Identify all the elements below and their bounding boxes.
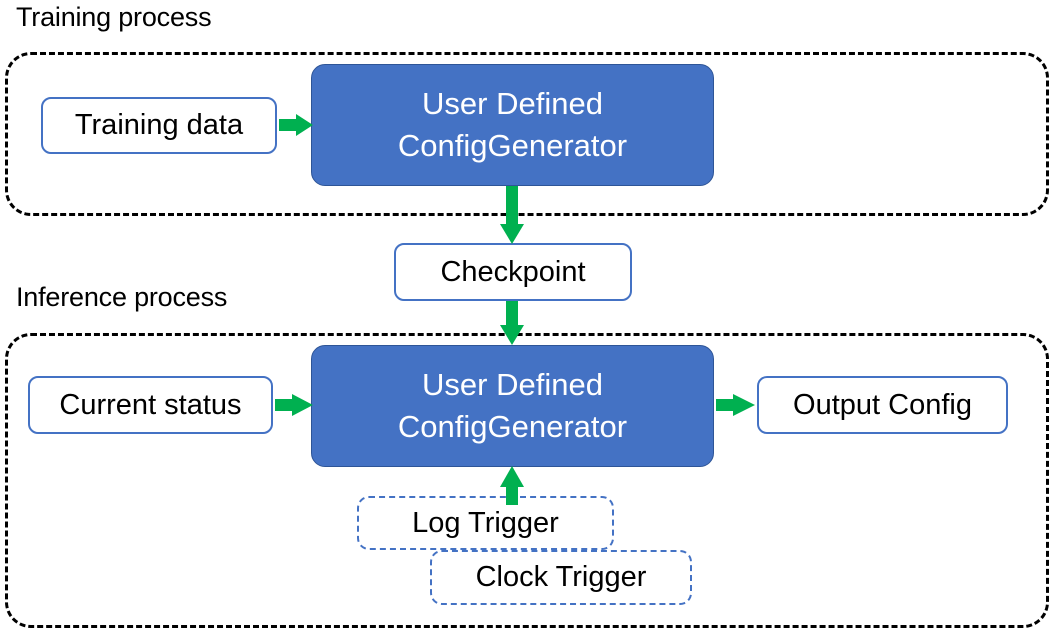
node-current-status[interactable]: Current status [28, 376, 273, 434]
node-user-defined-config-generator-inference[interactable]: User Defined ConfigGenerator [311, 345, 714, 467]
node-user-defined-config-generator-training[interactable]: User Defined ConfigGenerator [311, 64, 714, 186]
training-generator-line-1: User Defined [422, 86, 603, 122]
training-process-label: Training process [16, 2, 212, 32]
node-clock-trigger[interactable]: Clock Trigger [430, 550, 692, 605]
inference-generator-line-2: ConfigGenerator [397, 409, 628, 444]
training-process-container [5, 52, 1049, 216]
node-training-data[interactable]: Training data [41, 97, 277, 154]
inference-generator-line-1: User Defined [422, 367, 603, 403]
inference-process-container [5, 333, 1049, 628]
node-checkpoint[interactable]: Checkpoint [394, 243, 632, 301]
inference-process-label: Inference process [16, 282, 228, 312]
training-generator-line-2: ConfigGenerator [397, 128, 628, 163]
node-output-config[interactable]: Output Config [757, 376, 1008, 434]
node-log-trigger[interactable]: Log Trigger [357, 496, 614, 550]
